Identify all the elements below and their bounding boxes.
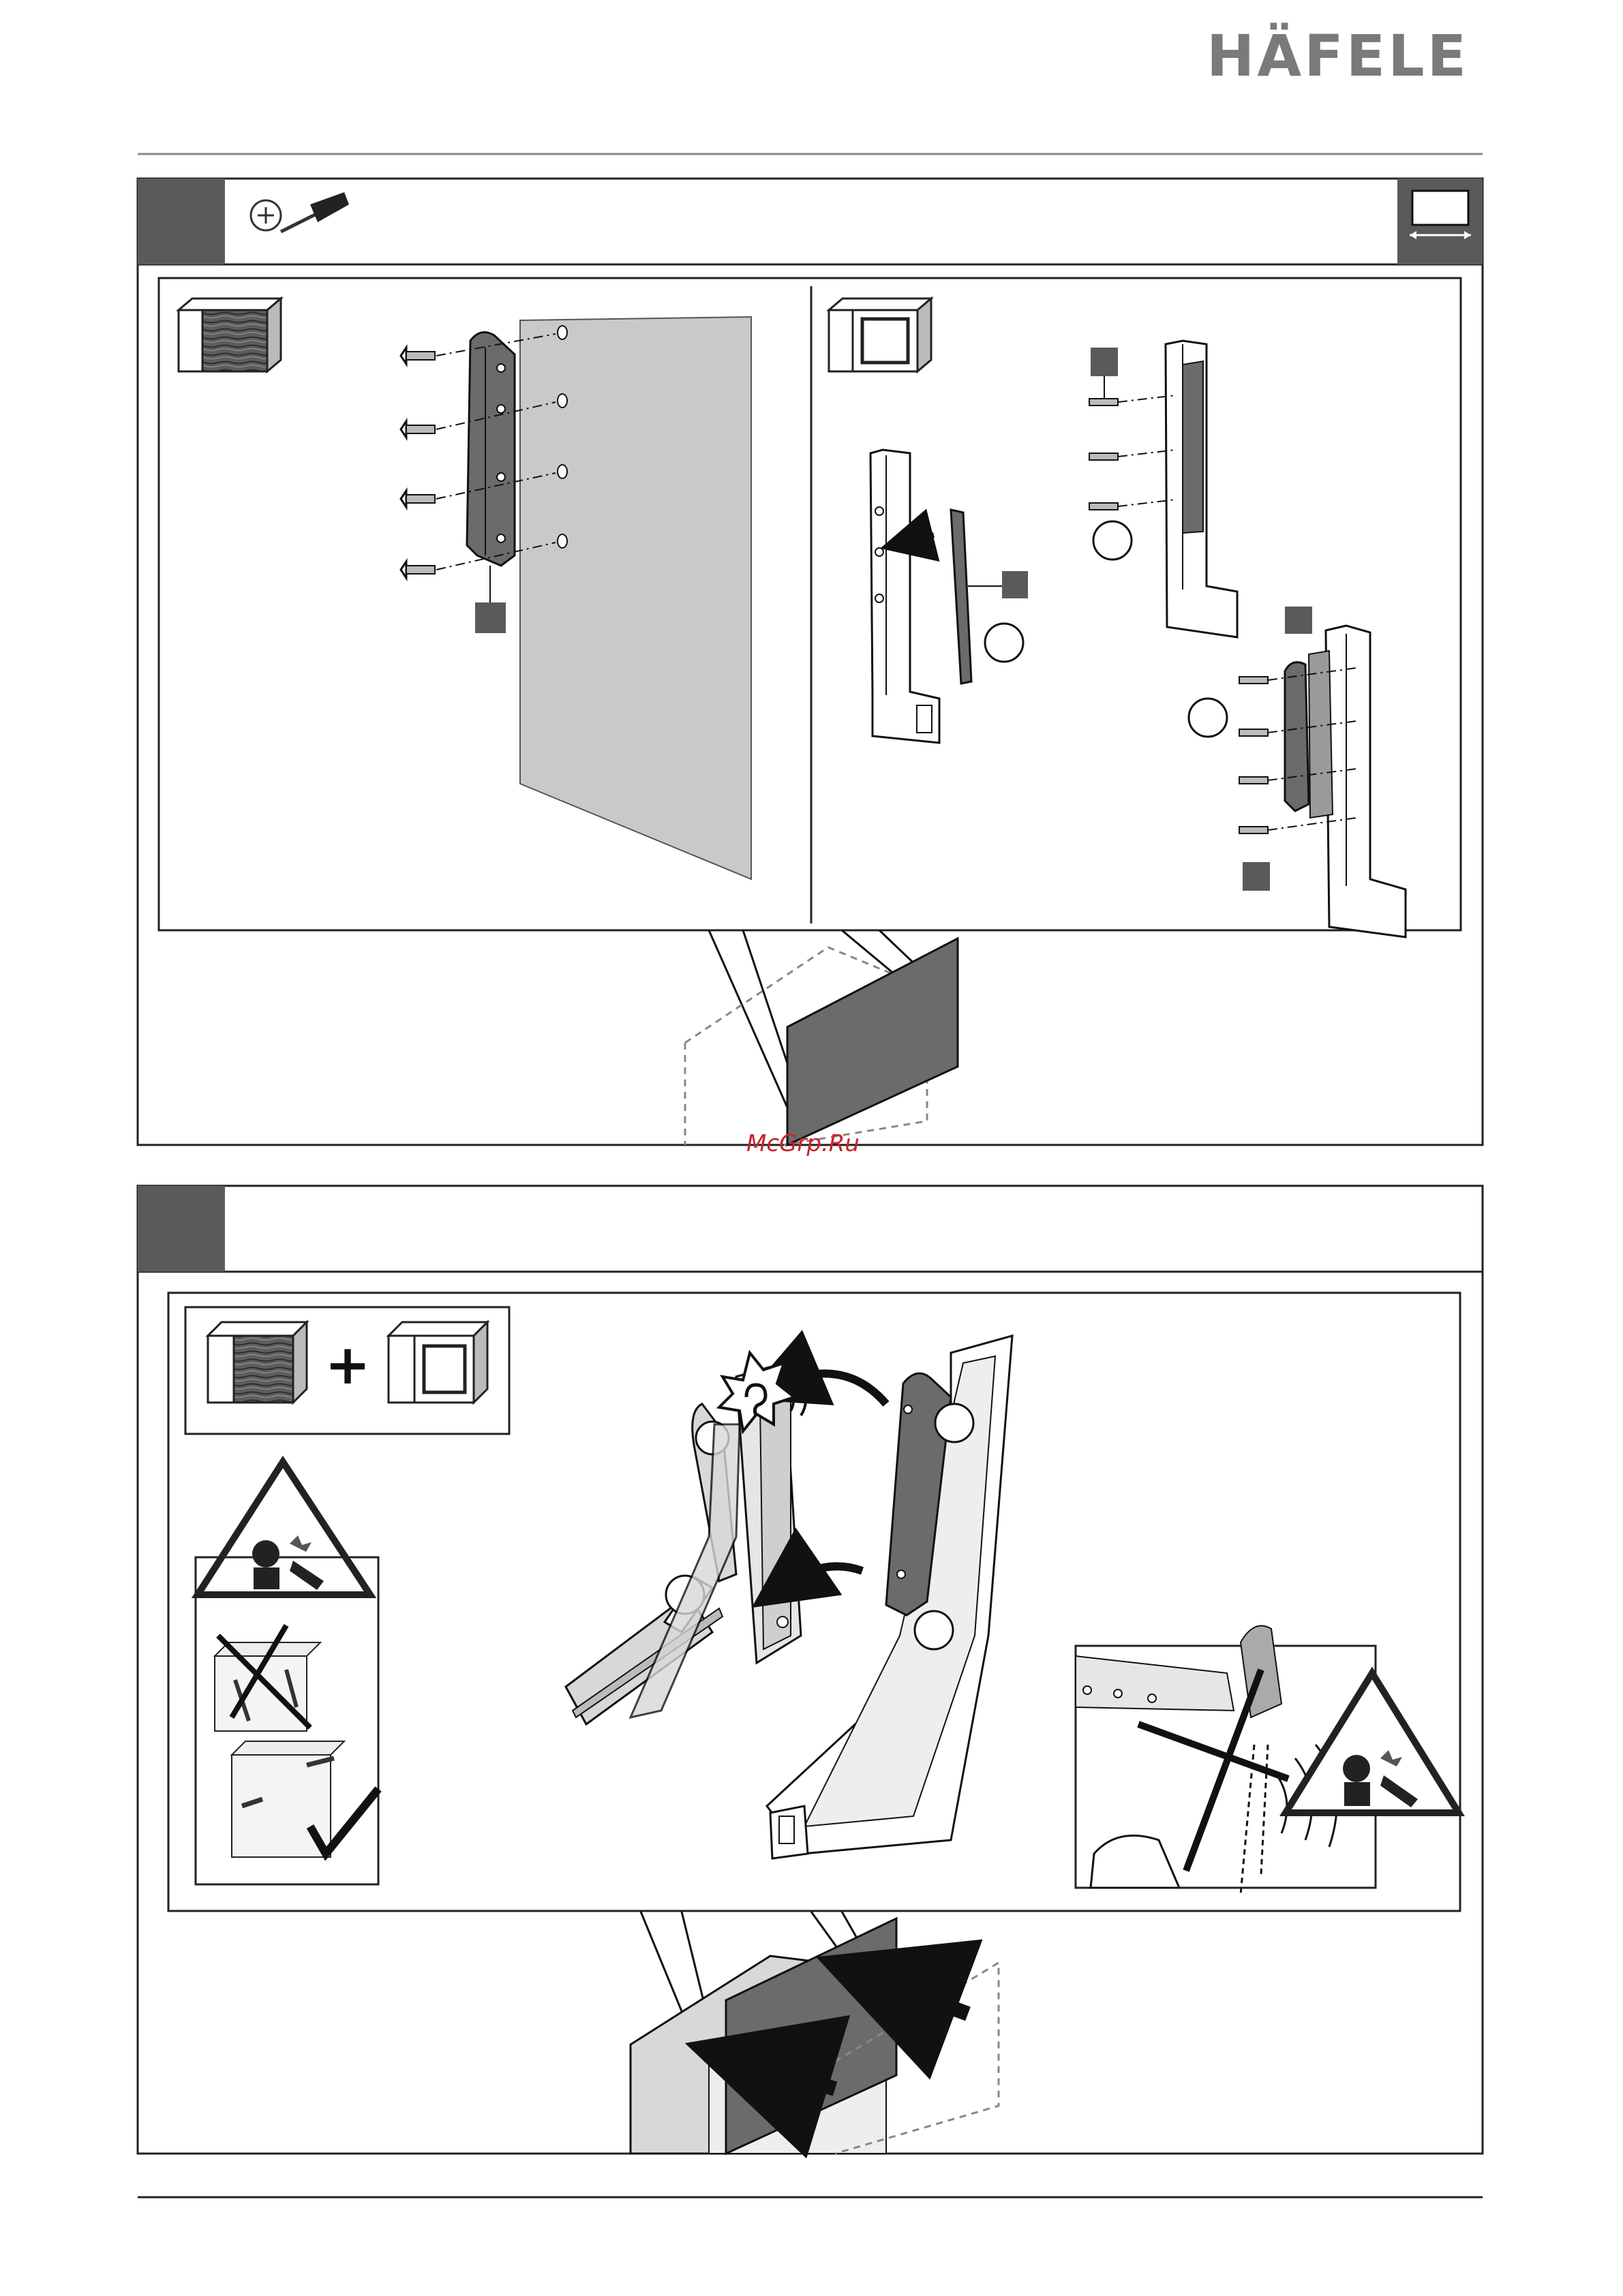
step-2-tab	[138, 1186, 225, 1272]
phillips-screwdriver-icon	[251, 192, 349, 232]
step-2: +	[138, 1186, 1483, 2154]
cabinet-overview-2	[631, 1912, 999, 2154]
plus-sign: +	[324, 1333, 370, 1396]
step-1	[138, 179, 1483, 1145]
step-1-tab	[138, 179, 225, 264]
wood-front-icon	[179, 299, 281, 371]
aluminium-profile-b	[1089, 341, 1237, 637]
wood-front-icon	[208, 1322, 307, 1403]
mounting-sequence-box	[196, 1557, 378, 1884]
door-panel	[520, 317, 751, 879]
aluminium-profile-c	[1189, 607, 1406, 937]
aluminium-frame-icon	[389, 1322, 487, 1403]
aluminium-frame-icon	[829, 299, 931, 371]
cabinet-overview-1	[685, 930, 958, 1145]
hand-pinch-warning-icon	[198, 1462, 370, 1595]
mounting-bracket	[467, 333, 515, 566]
aluminium-frame-profile	[767, 1336, 1012, 1858]
cabinet-width-icon	[1397, 179, 1483, 264]
callout-marker	[475, 602, 506, 633]
watermark: McGrp.Ru	[746, 1130, 860, 1157]
correct-cabinet-illustration	[232, 1741, 344, 1857]
aluminium-profile-a	[870, 450, 1028, 743]
